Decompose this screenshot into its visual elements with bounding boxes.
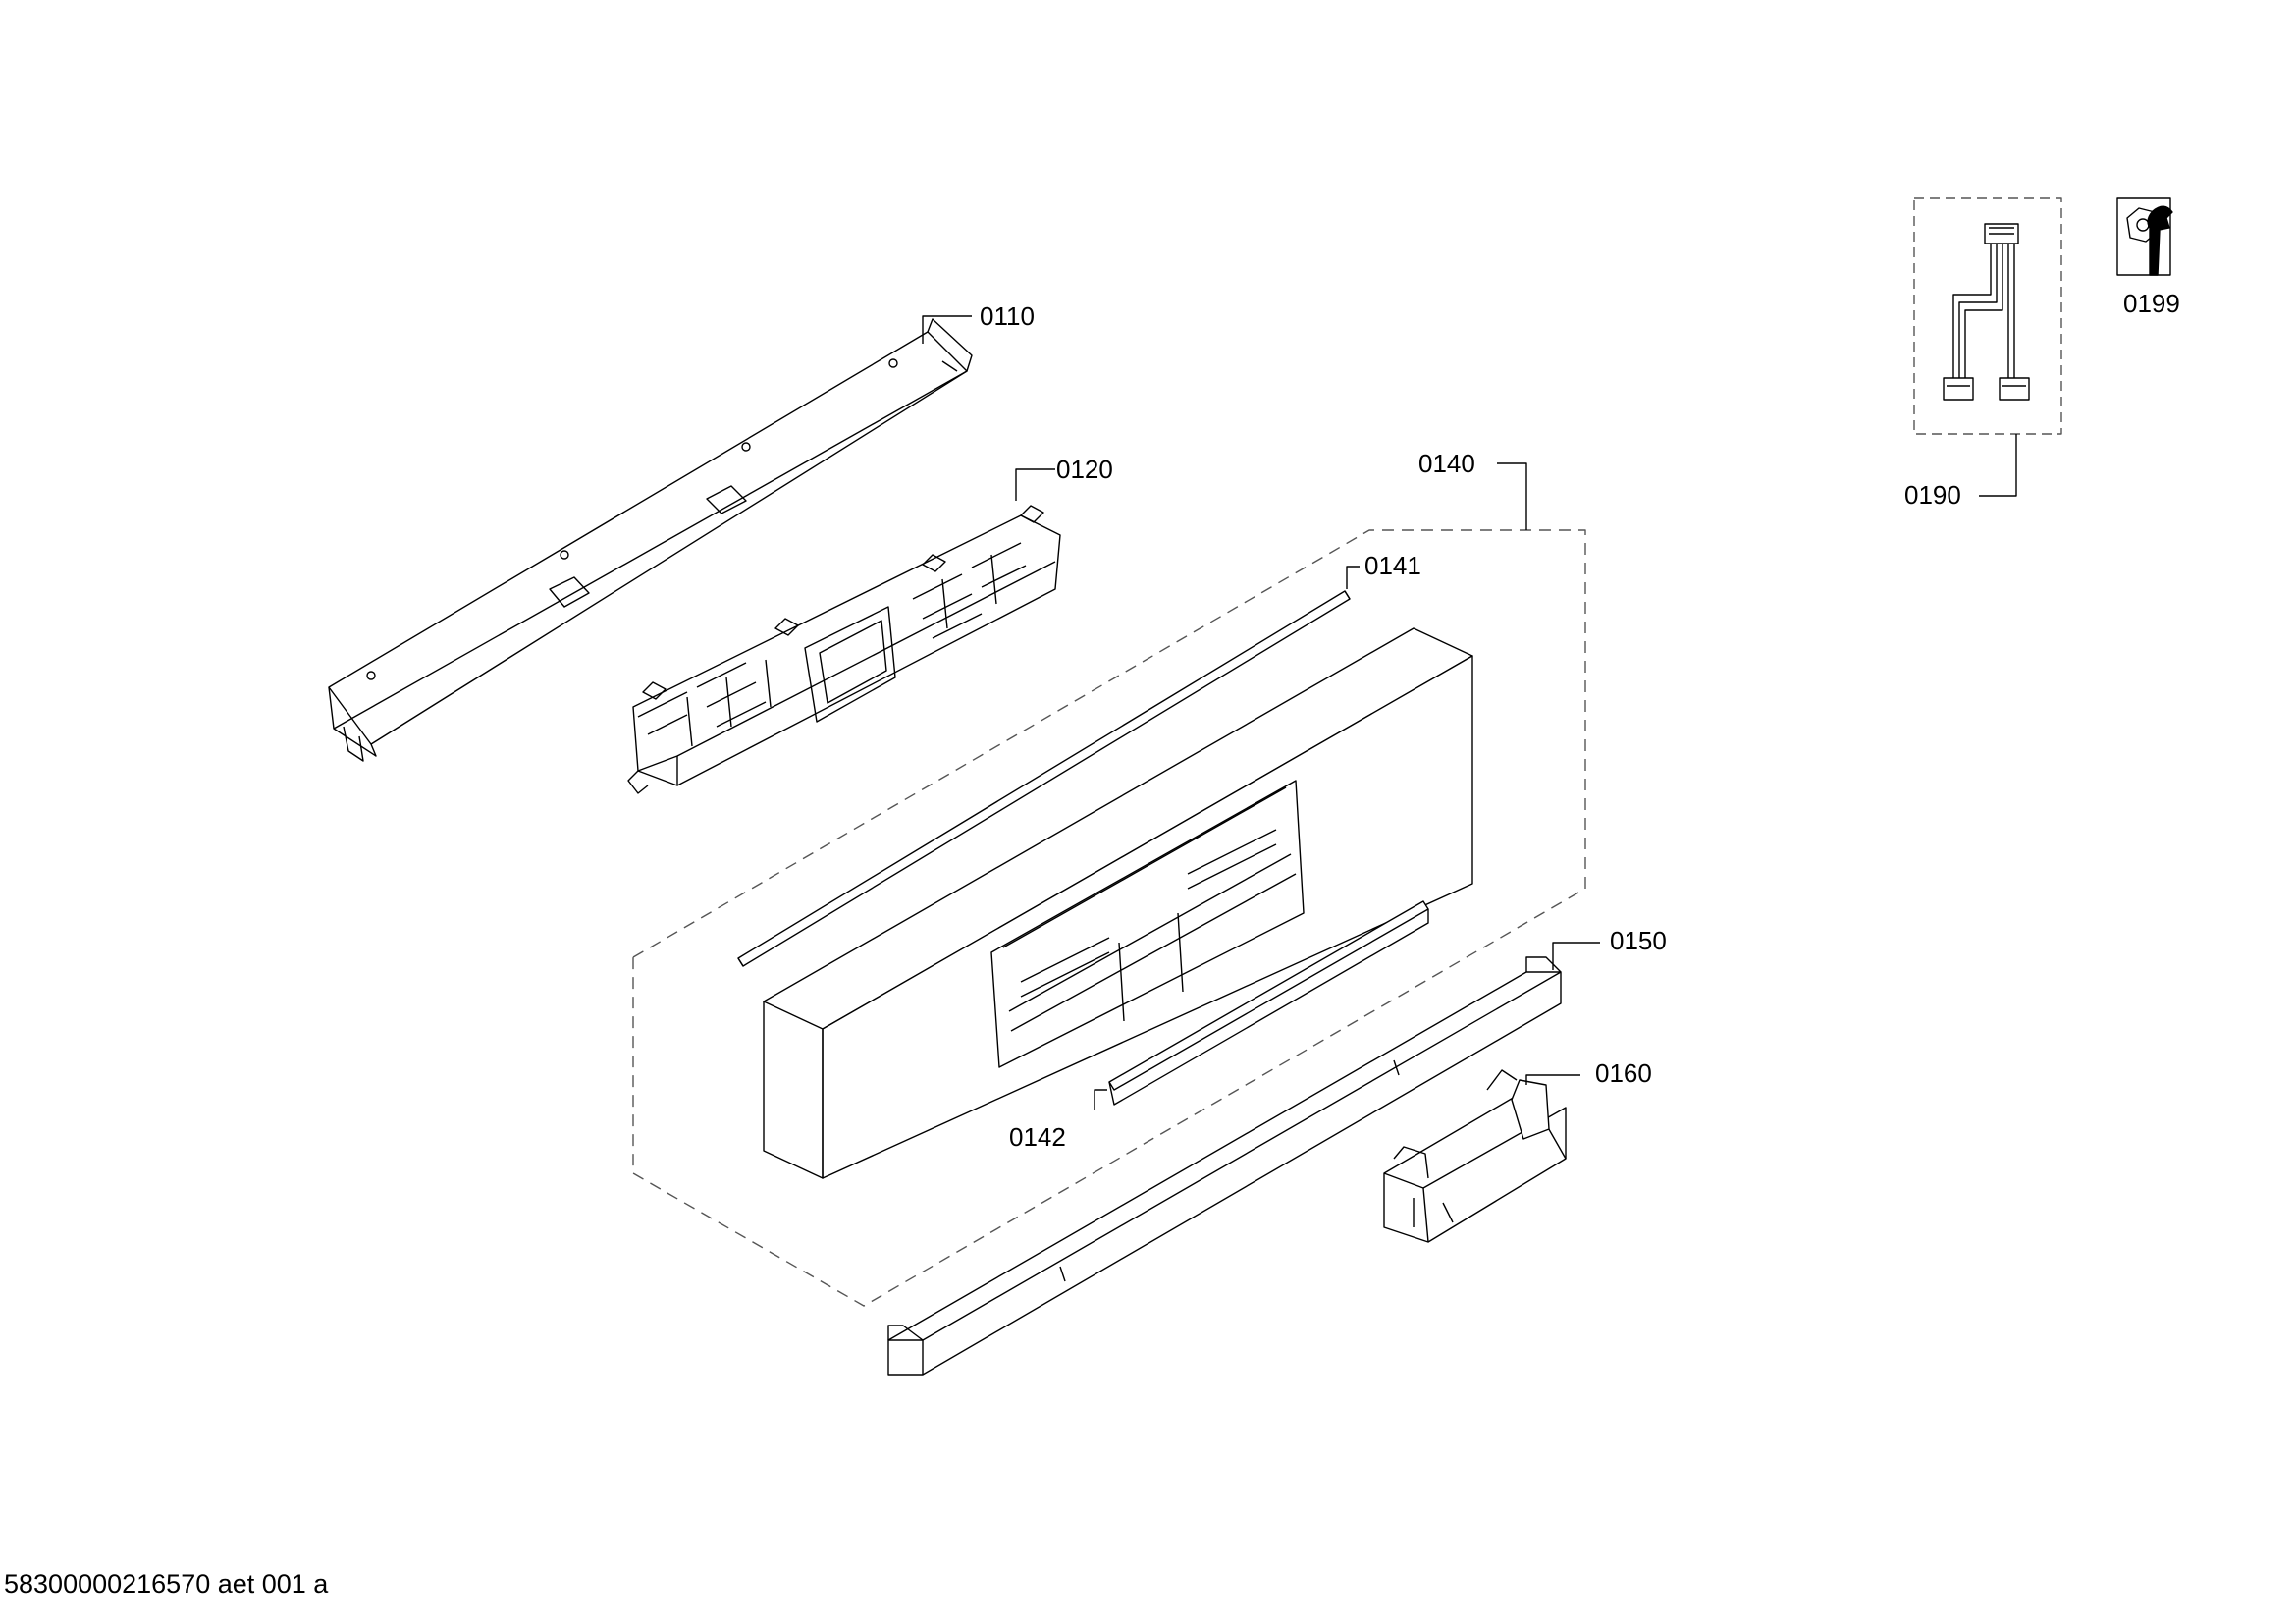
label-0150: 0150 [1610,926,1667,955]
label-0140: 0140 [1418,449,1475,478]
label-0120: 0120 [1056,455,1113,484]
label-0190: 0190 [1904,480,1961,510]
part-0190-frame [1913,197,2062,435]
part-0141-top-gasket[interactable] [737,590,1351,967]
part-0140-boundary [632,529,1586,1307]
label-0110: 0110 [980,301,1035,331]
leader-0142 [1094,1089,1107,1110]
leader-0190 [1979,434,2017,497]
part-0160-door-latch[interactable] [1383,1069,1567,1243]
label-0160: 0160 [1595,1058,1652,1088]
drawing-code: 58300000216570 aet 001 a [4,1569,329,1598]
leader-0160 [1525,1074,1580,1085]
leader-0140 [1497,462,1527,530]
part-0142-lower-strip[interactable] [1108,900,1429,1106]
part-0150-bottom-rail[interactable] [887,956,1562,1376]
part-0140-fascia-panel[interactable] [763,627,1473,1179]
part-0110-top-rail[interactable] [328,318,973,762]
part-0199-service-icon[interactable] [2116,197,2173,276]
leader-0150 [1552,942,1600,970]
leader-0110 [922,315,972,344]
part-labels: 0110 0120 0140 0141 0142 0150 0160 0190 … [980,289,2180,1152]
label-0199: 0199 [2123,289,2180,318]
part-0120-control-module[interactable] [627,505,1061,794]
label-0141: 0141 [1364,551,1421,580]
leader-0141 [1346,566,1360,589]
part-0190-cable-harness[interactable] [1943,223,2030,401]
leader-0120 [1015,468,1055,501]
label-0142: 0142 [1009,1122,1066,1152]
wrench-icon [2147,205,2173,276]
